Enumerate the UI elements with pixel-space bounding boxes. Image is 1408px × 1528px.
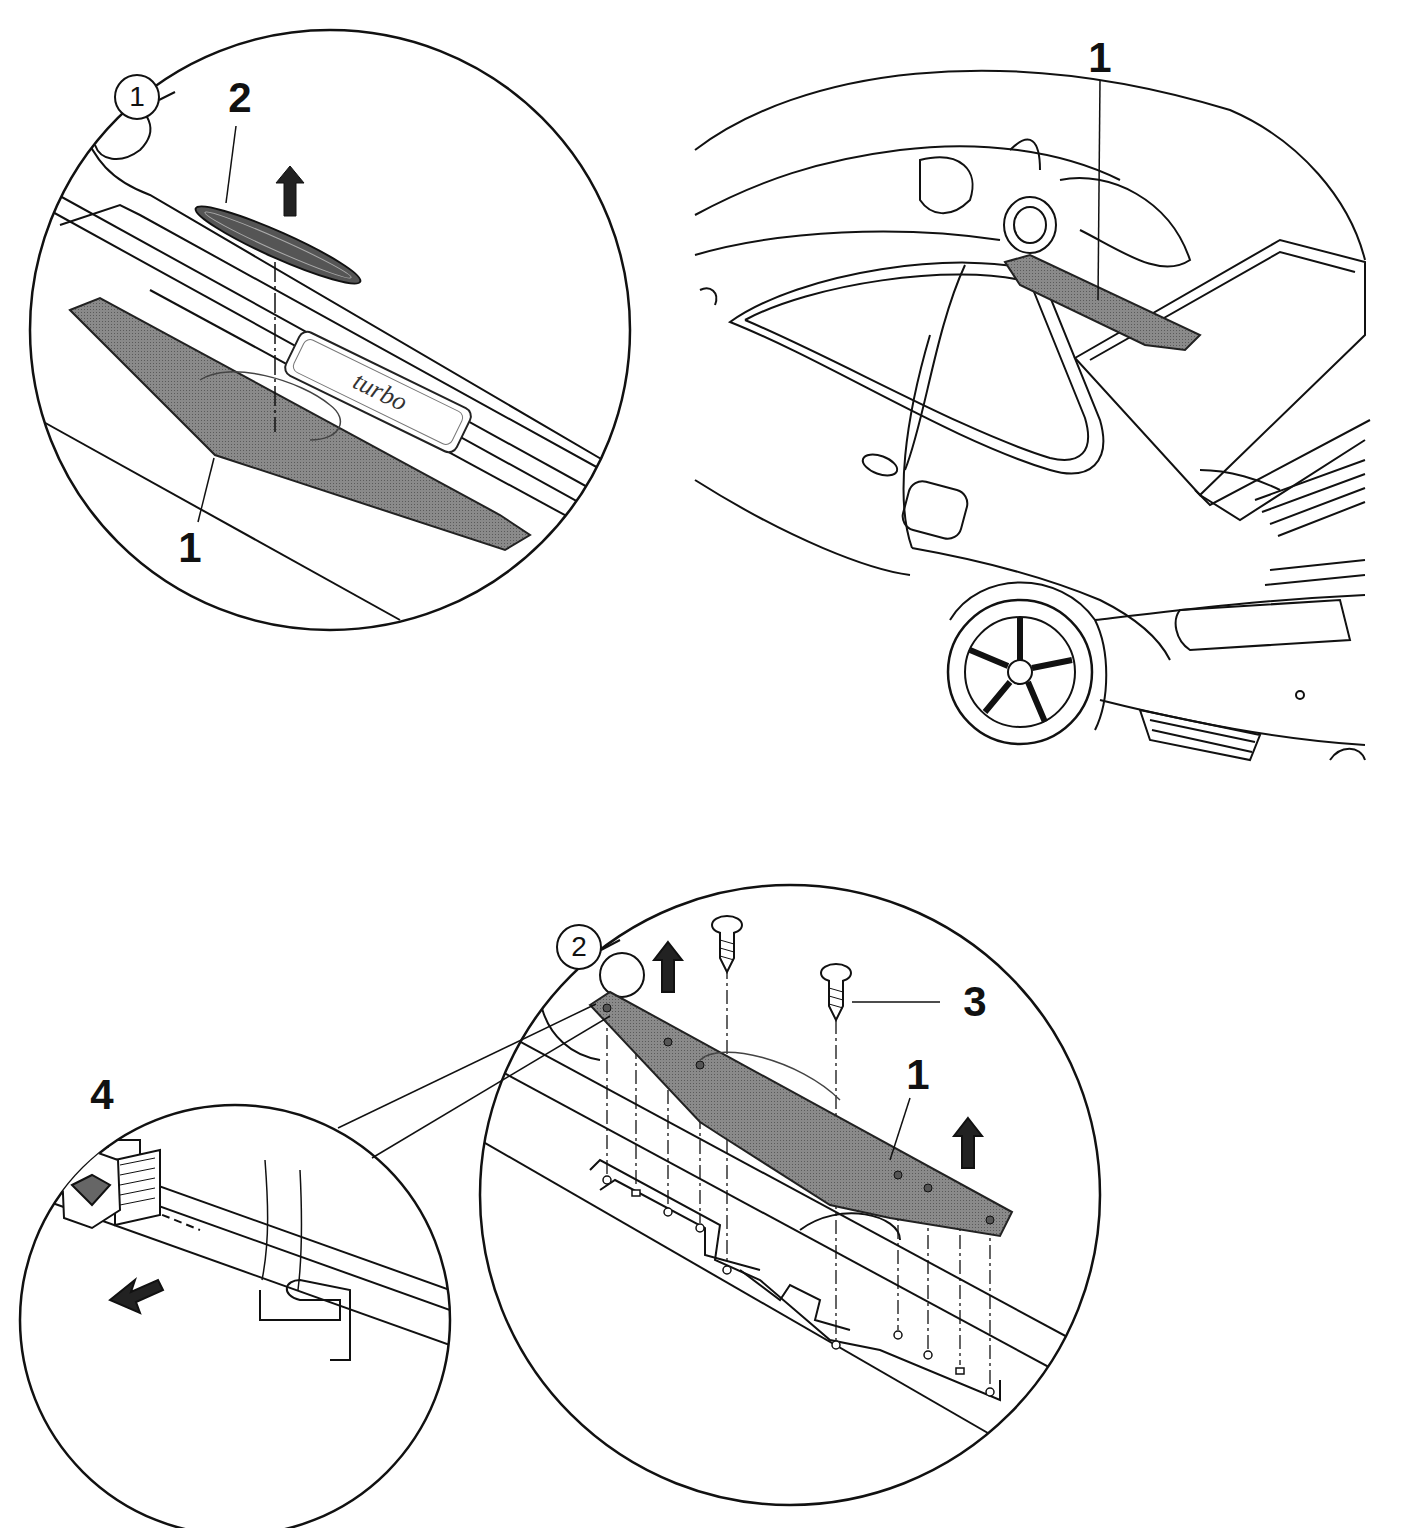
callout-number: 1 [1088, 37, 1111, 79]
callout-number: 2 [571, 933, 587, 961]
detail-view-1 [30, 30, 630, 630]
callout-number: 1 [178, 527, 201, 569]
callout-number: 1 [906, 1054, 929, 1096]
detail-view-clip [20, 1004, 610, 1528]
callout-number: 2 [228, 77, 251, 119]
callout-circle: 1 [113, 73, 161, 121]
callout-number: 1 [129, 83, 145, 111]
badge-lettering: turbo [349, 368, 411, 416]
callout-number: 4 [90, 1074, 113, 1116]
car-overview [695, 71, 1370, 760]
callout-number: 3 [963, 981, 986, 1023]
callout-circle: 2 [555, 923, 603, 971]
detail-view-2 [480, 885, 1110, 1505]
